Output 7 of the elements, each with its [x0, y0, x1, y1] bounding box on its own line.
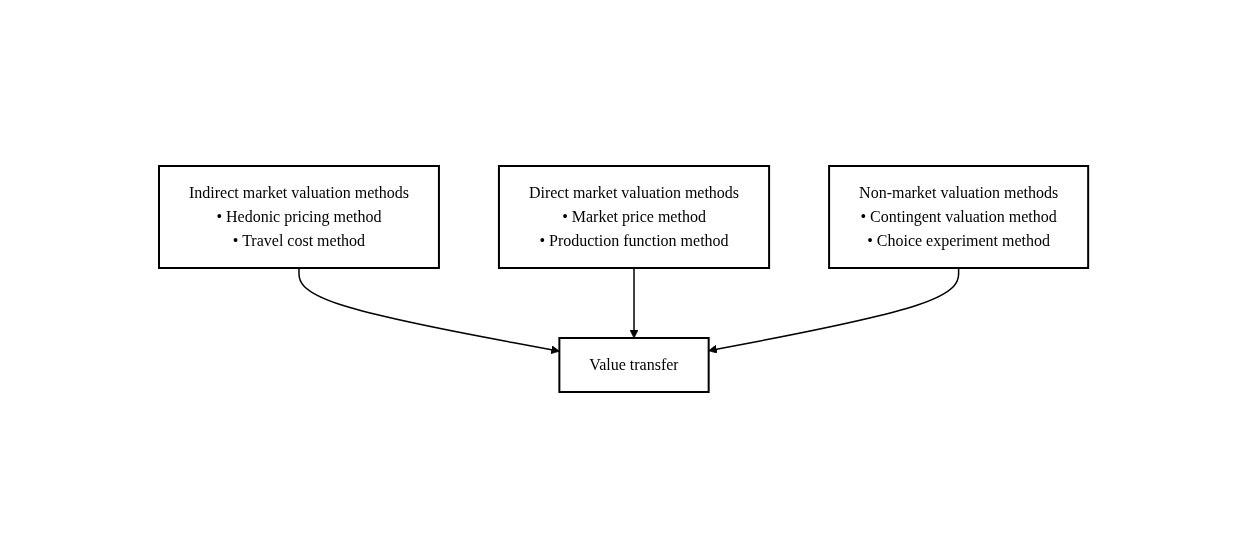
- node-box: Direct market valuation methods • Market price method • Production function method: [497, 164, 770, 269]
- node-box: Indirect market valuation methods • Hedonic pricing method • Travel cost method: [157, 164, 440, 269]
- arrow: [629, 266, 639, 338]
- arrow: [708, 266, 960, 354]
- node-box: Value transfer: [558, 336, 710, 393]
- node-box: Non-market valuation methods • Contingent valuation method • Choice experiment method: [828, 164, 1090, 269]
- arrow: [298, 266, 560, 354]
